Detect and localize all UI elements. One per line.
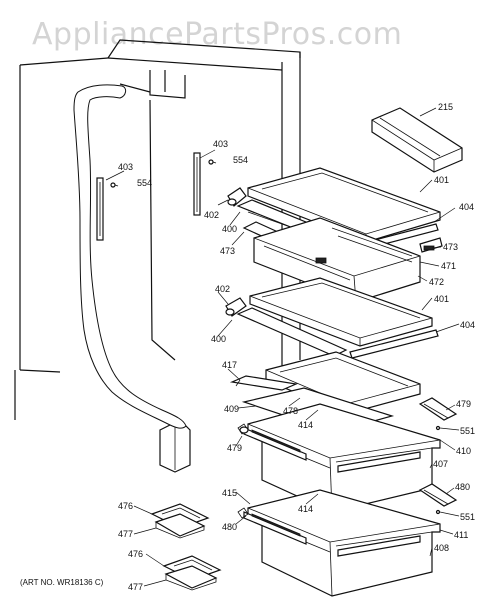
shelf-support-right (193, 152, 217, 216)
callout-400-lower: 400 (211, 334, 226, 344)
shelf-support-left (96, 177, 119, 241)
callout-215: 215 (438, 102, 453, 112)
dairy-bin-215 (371, 107, 463, 173)
callout-402-upper: 402 (204, 210, 219, 220)
callout-480-right: 480 (455, 482, 470, 492)
callout-476-upper: 476 (118, 501, 133, 511)
shelf-bracket-402-lower (225, 297, 247, 317)
drawer-slide-480-right (418, 483, 458, 515)
egg-tray-lower (162, 555, 222, 591)
shelf-trim-404-lower (349, 329, 439, 359)
callout-551-lower: 551 (460, 512, 475, 522)
callout-477-lower: 477 (128, 582, 143, 592)
shelf-bracket-402-upper (227, 187, 247, 207)
callout-414-lower: 414 (298, 504, 313, 514)
callout-402-lower: 402 (215, 284, 230, 294)
callout-479-right: 479 (456, 399, 471, 409)
callout-400-upper: 400 (222, 224, 237, 234)
callout-401-lower: 401 (434, 294, 449, 304)
art-number: (ART NO. WR18136 C) (20, 578, 104, 587)
callout-411: 411 (454, 530, 468, 540)
callout-415: 415 (222, 488, 237, 498)
callout-471: 471 (441, 261, 456, 271)
callout-408: 408 (434, 543, 449, 553)
callout-479-left: 479 (227, 443, 242, 453)
callout-407: 407 (433, 459, 448, 469)
drawer-slide-479-right (418, 397, 458, 431)
callout-417: 417 (222, 360, 237, 370)
crisper-drawer-407 (237, 403, 441, 513)
egg-tray-upper (150, 503, 210, 539)
callout-554-right: 554 (233, 155, 248, 165)
callout-473-left: 473 (220, 246, 235, 256)
callout-403-left: 403 (118, 162, 133, 172)
callout-410: 410 (456, 446, 471, 456)
callout-477-upper: 477 (118, 529, 133, 539)
crisper-drawer-408 (237, 489, 441, 597)
door-gasket (73, 84, 187, 429)
callout-404-upper: 404 (459, 202, 474, 212)
callout-551-upper: 551 (460, 426, 475, 436)
callout-554-left: 554 (137, 178, 152, 188)
shelf-frame-400-lower (236, 307, 348, 357)
callout-403-right: 403 (213, 139, 228, 149)
callout-401-upper: 401 (434, 175, 449, 185)
shelf-401-upper (247, 167, 441, 243)
callout-473-right: 473 (443, 242, 458, 252)
callout-409: 409 (224, 404, 239, 414)
callout-labels: 215 401 404 473 471 472 401 404 403 554 … (20, 102, 475, 592)
shelf-401-lower (249, 277, 433, 347)
callout-480-left: 480 (222, 522, 237, 532)
callout-414-upper: 414 (298, 420, 313, 430)
meat-pan-472 (253, 217, 421, 303)
callout-472: 472 (429, 277, 444, 287)
leader-lines (105, 107, 460, 587)
callout-404-lower: 404 (460, 320, 475, 330)
callout-478: 478 (283, 406, 298, 416)
drawer-slide-479-left (239, 426, 249, 434)
slide-rail-417 (229, 375, 299, 391)
meat-pan-cover-471 (331, 227, 413, 263)
slide-rail-473-right (419, 237, 443, 253)
callout-476-lower: 476 (128, 549, 143, 559)
